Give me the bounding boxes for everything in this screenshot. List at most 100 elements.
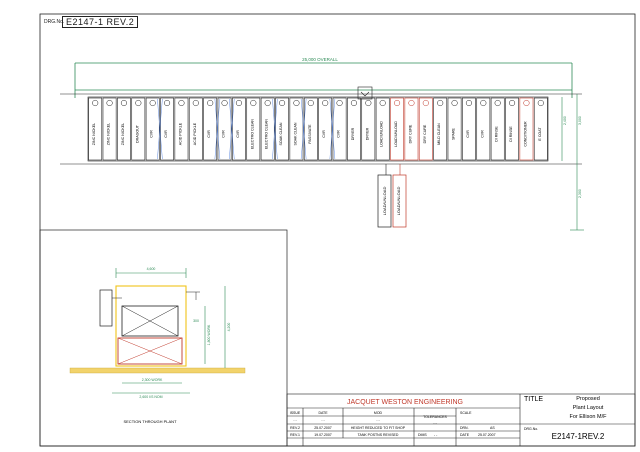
tank-cell	[275, 97, 289, 161]
tank-label: CVR	[337, 130, 341, 138]
tank-label: DI RINSE	[495, 126, 499, 142]
tank-cell	[217, 97, 232, 161]
tank-marker	[221, 99, 228, 107]
tank-label: CONDITIONER	[523, 121, 527, 147]
tank-marker	[322, 99, 329, 107]
side-dim-2: 3,000	[578, 116, 582, 125]
tank-cell	[131, 97, 146, 161]
placeholder-tol: - -	[433, 421, 437, 425]
company-name: JACQUET WESTON ENGINEERING	[347, 399, 463, 406]
title-block	[286, 393, 636, 447]
upper-tank	[121, 305, 179, 337]
tank-label: ZINC NICKEL	[92, 123, 96, 145]
tank-marker	[207, 99, 214, 107]
tank-label: MILD CLEAN	[437, 123, 441, 145]
drn-value: AS	[490, 426, 495, 430]
section-dim-bottom: 2,600 I/S NOM	[139, 395, 162, 399]
tank-label: DRAGOUT	[135, 124, 139, 143]
header-mod: MOD	[374, 411, 383, 415]
header-issue: ISSUE	[290, 411, 301, 415]
tank-divider-mark	[157, 98, 163, 160]
tank-marker	[279, 99, 286, 107]
tank-cell	[303, 97, 318, 161]
tank-label: ZINC NICKEL	[121, 123, 125, 145]
section-dim-mid: 300	[193, 319, 199, 323]
title-line-2: Plant Layout	[573, 405, 604, 411]
tank-label: E COAT	[538, 127, 542, 141]
tank-marker	[379, 99, 386, 107]
title-line-1: Proposed	[576, 396, 600, 402]
tank-cell	[117, 97, 131, 161]
tank-cell	[375, 97, 390, 161]
title-label: TITLE	[524, 396, 543, 403]
tank-label: SOAK CLEAN	[279, 122, 283, 145]
load-station-1	[377, 164, 392, 228]
tank-cell	[246, 97, 261, 161]
tank-cell	[519, 97, 534, 161]
tank-marker	[336, 99, 343, 107]
tank-cell	[505, 97, 519, 161]
tank-cell	[160, 97, 174, 161]
tank-label: PASSIVATE	[308, 124, 312, 144]
tank-marker	[451, 99, 458, 107]
tank-marker	[394, 99, 401, 107]
tank-marker	[365, 99, 372, 107]
tank-marker	[293, 99, 300, 107]
tank-marker	[178, 99, 185, 107]
section-dim-work-h: 2,300 WORK	[142, 378, 163, 382]
placeholder-mod: - -	[376, 418, 380, 422]
tank-marker	[465, 99, 472, 107]
tank-cell	[289, 97, 304, 161]
drn-label: DRN.	[460, 426, 469, 430]
tank-cell	[433, 97, 448, 161]
tank-marker	[149, 99, 156, 107]
tank-label: ZINC NICKEL	[107, 123, 111, 145]
tank-cell	[347, 97, 361, 161]
tank-cell	[447, 97, 462, 161]
tank-label: SOAK CLEAN	[293, 122, 297, 145]
tank-label: ELECTRO CLEAN	[250, 119, 254, 149]
tank-marker	[120, 99, 127, 107]
tank-divider-mark	[229, 98, 235, 160]
section-dim-work-v: 1,800 WORK	[207, 324, 211, 345]
load-station-2	[392, 164, 407, 228]
tank-cell	[476, 97, 491, 161]
tank-divider-mark	[329, 98, 336, 160]
tank-marker	[537, 99, 544, 107]
header-scale: SCALE	[460, 411, 472, 415]
date-value: 25.07.2007	[478, 433, 496, 437]
load-station-1-label: LOAD/UNLOAD	[382, 187, 387, 216]
tank-label: DRY CURE	[408, 124, 412, 143]
tank-marker	[437, 99, 444, 107]
tank-cell	[102, 97, 117, 161]
tank-cell	[390, 97, 404, 161]
tank-divider-mark	[272, 98, 278, 160]
tank-marker	[264, 99, 271, 107]
tank-label: DRY CURE	[423, 124, 427, 143]
placeholder-issue: - -	[293, 418, 297, 422]
tank-marker	[350, 99, 357, 107]
header-date: DATE	[318, 411, 328, 415]
tank-label: ACID PICKLE	[193, 122, 197, 145]
tank-label: DRYER	[365, 127, 369, 140]
title-drgno: E2147-1REV.2	[552, 432, 605, 441]
date-label: DATE	[460, 433, 470, 437]
tank-marker	[135, 99, 142, 107]
tank-cell	[318, 97, 333, 161]
tank-cell	[203, 97, 218, 161]
tank-marker	[106, 99, 113, 107]
load-station-2-label: LOAD/UNLOAD	[396, 187, 401, 216]
section-caption: SECTION THROUGH PLANT	[123, 419, 177, 424]
drawing-number-label: DRG.No.	[44, 19, 65, 25]
tank-cell	[533, 97, 548, 161]
rev1-date: 19.07.2007	[314, 433, 332, 437]
overall-dimension	[74, 62, 573, 98]
tank-label: CVR	[207, 130, 211, 138]
tank-marker	[408, 99, 415, 107]
tank-label: CVR	[222, 130, 226, 138]
tank-marker	[235, 99, 242, 107]
tank-label: DI RINSE	[509, 126, 513, 142]
tank-cell	[260, 97, 275, 161]
title-line-3: For Ellison M/F	[570, 414, 608, 420]
